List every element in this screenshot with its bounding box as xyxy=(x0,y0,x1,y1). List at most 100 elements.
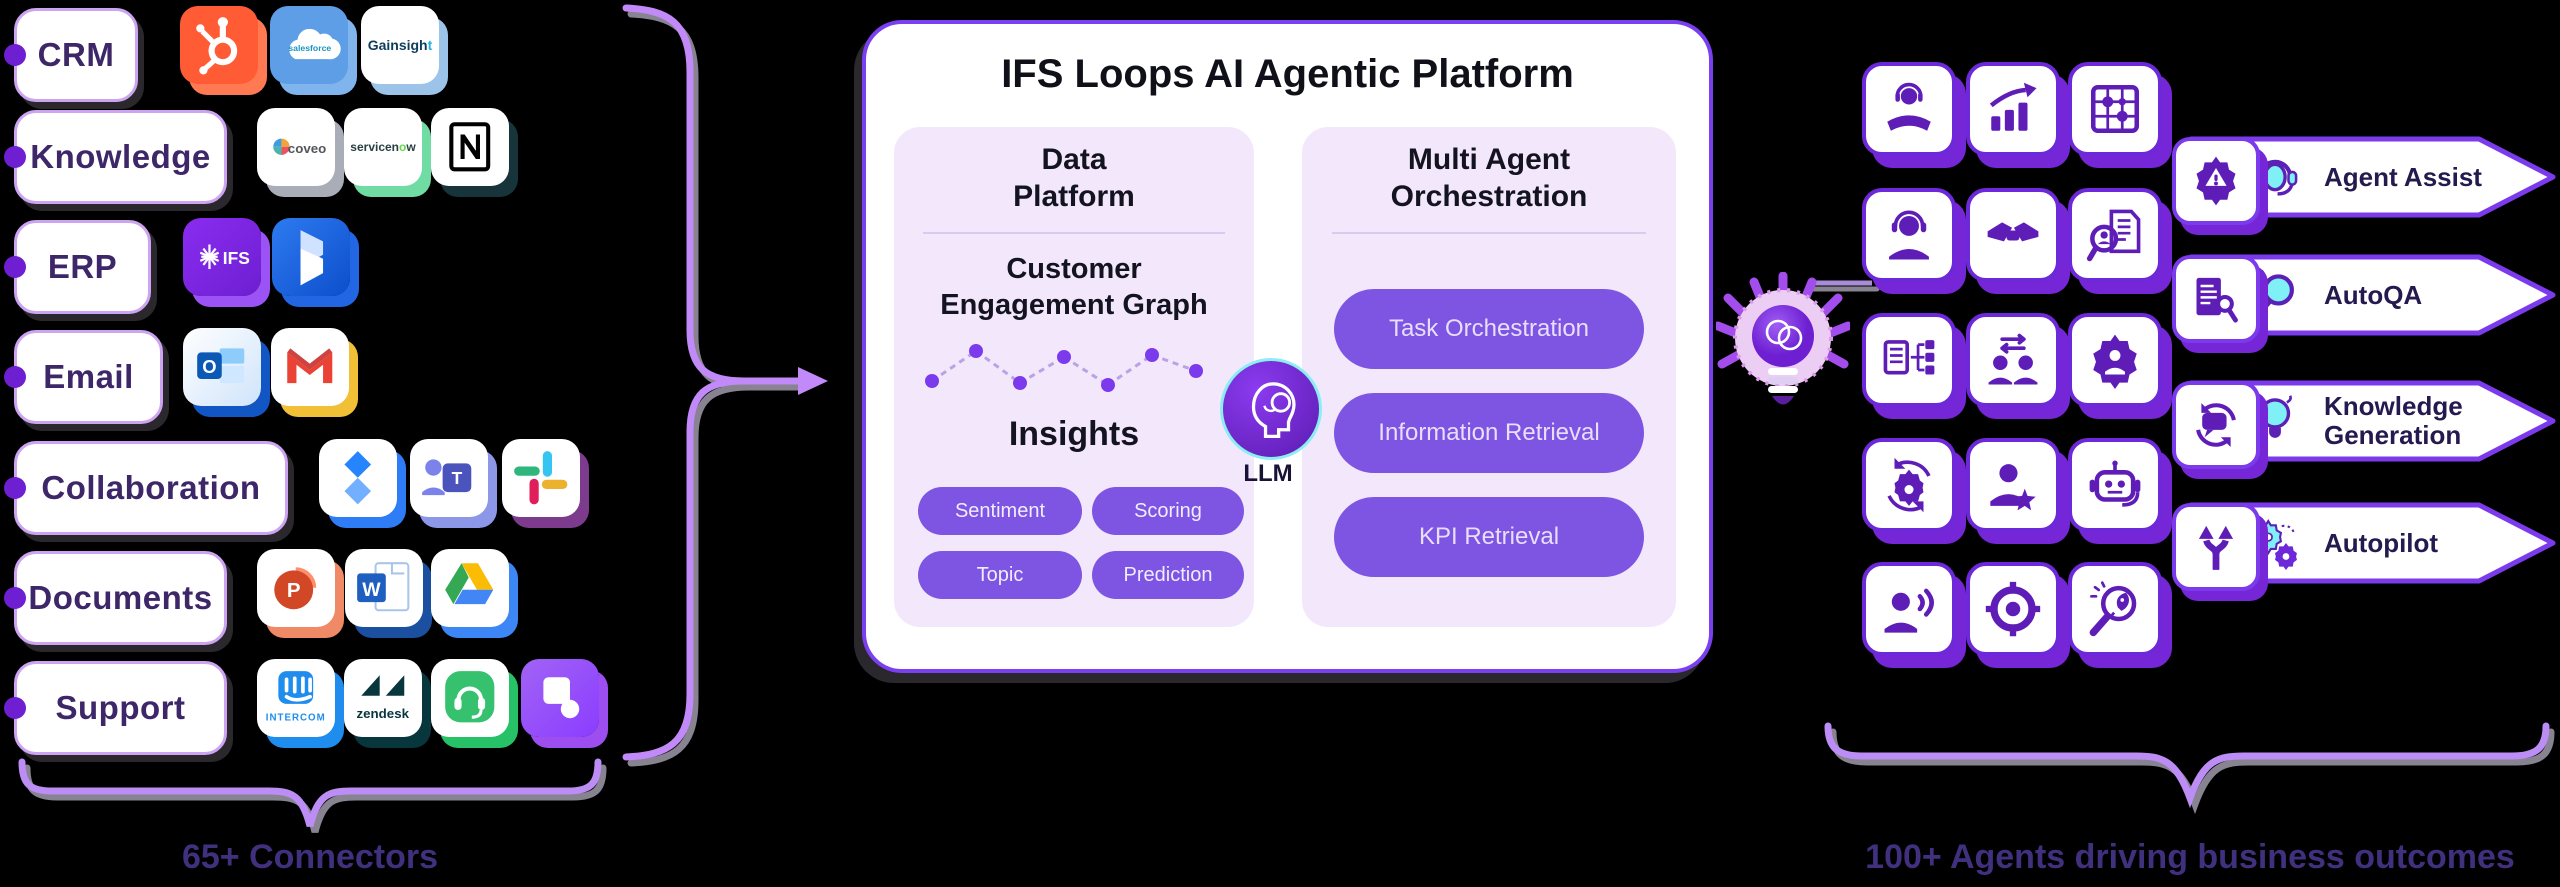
orchestration-button-task-orchestration[interactable]: Task Orchestration xyxy=(1334,289,1644,369)
voice-engagement-icon[interactable] xyxy=(1862,562,1956,656)
agent-handoff-icon[interactable] xyxy=(1966,313,2060,407)
document-workflow-icon[interactable] xyxy=(1862,313,1956,407)
insights-heading: Insights xyxy=(1008,415,1140,453)
banner-label: AutoQA xyxy=(2324,279,2423,310)
orchestration-button-kpi-retrieval[interactable]: KPI Retrieval xyxy=(1334,497,1644,577)
microsoft-dynamics-365-icon[interactable] xyxy=(272,218,350,296)
right-brace xyxy=(1824,722,2550,809)
svg-text:salesforce: salesforce xyxy=(289,43,332,53)
goal-targeting-icon[interactable] xyxy=(1966,562,2060,656)
svg-text:T: T xyxy=(452,468,463,488)
svg-text:zendesk: zendesk xyxy=(357,706,410,721)
svg-text:INTERCOM: INTERCOM xyxy=(266,713,326,724)
divider xyxy=(922,232,1226,234)
ai-chatbot-icon[interactable] xyxy=(2068,438,2162,532)
customer-care-icon[interactable] xyxy=(1862,62,1956,156)
platform-title: IFS Loops AI Agentic Platform xyxy=(1001,52,1574,96)
category-label: Knowledge xyxy=(30,138,211,175)
insight-tag-scoring[interactable]: Scoring xyxy=(1092,487,1244,535)
divider xyxy=(1331,232,1647,234)
gainsight-icon[interactable]: Gainsight xyxy=(361,6,439,84)
google-drive-icon[interactable] xyxy=(431,549,509,627)
llm-label: LLM xyxy=(1243,460,1293,487)
insight-tag-sentiment[interactable]: Sentiment xyxy=(918,487,1082,535)
banner-content: Knowledge Generation xyxy=(2186,378,2558,464)
profile-search-icon[interactable] xyxy=(2068,188,2162,282)
jira-icon[interactable] xyxy=(319,439,397,517)
process-automation-icon[interactable] xyxy=(1862,438,1956,532)
opportunity-discovery-icon[interactable] xyxy=(2068,562,2162,656)
category-box-knowledge: Knowledge xyxy=(4,110,227,204)
coveo-icon[interactable]: coveo xyxy=(257,108,335,186)
engagement-graph-heading: Customer Engagement Graph xyxy=(940,253,1208,321)
outcome-banner-autopilot[interactable]: Autopilot xyxy=(2186,500,2558,586)
outcome-banner-knowledge-generation[interactable]: Knowledge Generation xyxy=(2186,378,2558,464)
chat-refresh-icon[interactable] xyxy=(2172,381,2260,469)
powerpoint-icon[interactable]: P xyxy=(257,549,335,627)
category-label: Email xyxy=(43,358,134,395)
bullet-dot-icon xyxy=(4,477,26,499)
growth-analytics-icon[interactable] xyxy=(1966,62,2060,156)
bulb-cyan-icon xyxy=(2248,394,2302,448)
doc-review-icon[interactable] xyxy=(2172,255,2260,343)
servicenow-icon[interactable]: servicenow xyxy=(344,108,422,186)
handshake-icon[interactable] xyxy=(1966,188,2060,282)
category-box-erp: ERP xyxy=(4,220,151,314)
branch-arrows-icon[interactable] xyxy=(2172,503,2260,591)
category-box-documents: Documents xyxy=(4,551,227,645)
user-settings-icon[interactable] xyxy=(2068,313,2162,407)
word-icon[interactable]: W xyxy=(345,549,423,627)
category-label: CRM xyxy=(37,36,115,73)
microsoft-teams-icon[interactable]: T xyxy=(410,439,488,517)
svg-text:IFS: IFS xyxy=(223,248,250,268)
freshdesk-icon[interactable] xyxy=(431,659,509,737)
platform-box: IFS Loops AI Agentic Platform Data Platf… xyxy=(862,20,1713,673)
svg-text:P: P xyxy=(287,579,301,602)
gmail-icon[interactable] xyxy=(271,328,349,406)
ifs-icon[interactable]: IFS xyxy=(183,218,261,296)
outlook-icon[interactable]: O xyxy=(183,328,261,406)
left-brace xyxy=(18,758,602,840)
category-label: Collaboration xyxy=(41,469,261,506)
banner-label: Agent Assist xyxy=(2324,161,2482,192)
arrow-head-icon xyxy=(798,367,828,395)
intercom-icon[interactable]: INTERCOM xyxy=(257,659,335,737)
category-box-crm: CRM xyxy=(4,8,138,102)
top-performer-icon[interactable] xyxy=(1966,438,2060,532)
orchestration-heading: Multi Agent Orchestration xyxy=(1390,143,1588,213)
agents-caption: 100+ Agents driving business outcomes xyxy=(1865,838,2515,876)
outcome-banner-agent-assist[interactable]: Agent Assist xyxy=(2186,134,2558,220)
support-agent-icon[interactable] xyxy=(1862,188,1956,282)
orchestration-button-information-retrieval[interactable]: Information Retrieval xyxy=(1334,393,1644,473)
banner-content: AutoQA xyxy=(2186,252,2558,338)
connectors-caption: 65+ Connectors xyxy=(181,838,439,876)
gear-alert-icon[interactable] xyxy=(2172,137,2260,225)
salesforce-icon[interactable]: salesforce xyxy=(270,6,348,84)
headset-cyan-icon xyxy=(2248,150,2302,204)
left-bracket xyxy=(622,4,806,761)
bullet-dot-icon xyxy=(4,256,26,278)
zendesk-icon[interactable]: zendesk xyxy=(344,659,422,737)
slack-icon[interactable] xyxy=(502,439,580,517)
data-platform-panel: Data Platform Customer Engagement Graph … xyxy=(894,127,1254,627)
front-icon[interactable] xyxy=(521,659,599,737)
hubspot-icon[interactable] xyxy=(180,6,258,84)
notion-icon[interactable] xyxy=(431,108,509,186)
banner-label: Autopilot xyxy=(2324,527,2439,558)
category-box-email: Email xyxy=(4,330,163,424)
insight-tag-topic[interactable]: Topic xyxy=(918,551,1082,599)
banner-label: Knowledge Generation xyxy=(2324,391,2463,450)
outcome-banner-autoqa[interactable]: AutoQA xyxy=(2186,252,2558,338)
orchestration-panel: Multi Agent Orchestration Task Orchestra… xyxy=(1302,127,1676,627)
category-label: ERP xyxy=(47,248,118,285)
svg-text:coveo: coveo xyxy=(288,141,326,156)
banner-content: Agent Assist xyxy=(2186,134,2558,220)
bullet-dot-icon xyxy=(4,366,26,388)
category-label: Documents xyxy=(28,579,213,616)
insight-tag-prediction[interactable]: Prediction xyxy=(1092,551,1244,599)
engagement-sparkline xyxy=(925,344,1203,392)
svg-text:W: W xyxy=(363,579,382,601)
category-box-collaboration: Collaboration xyxy=(4,441,288,535)
network-grid-icon[interactable] xyxy=(2068,62,2162,156)
